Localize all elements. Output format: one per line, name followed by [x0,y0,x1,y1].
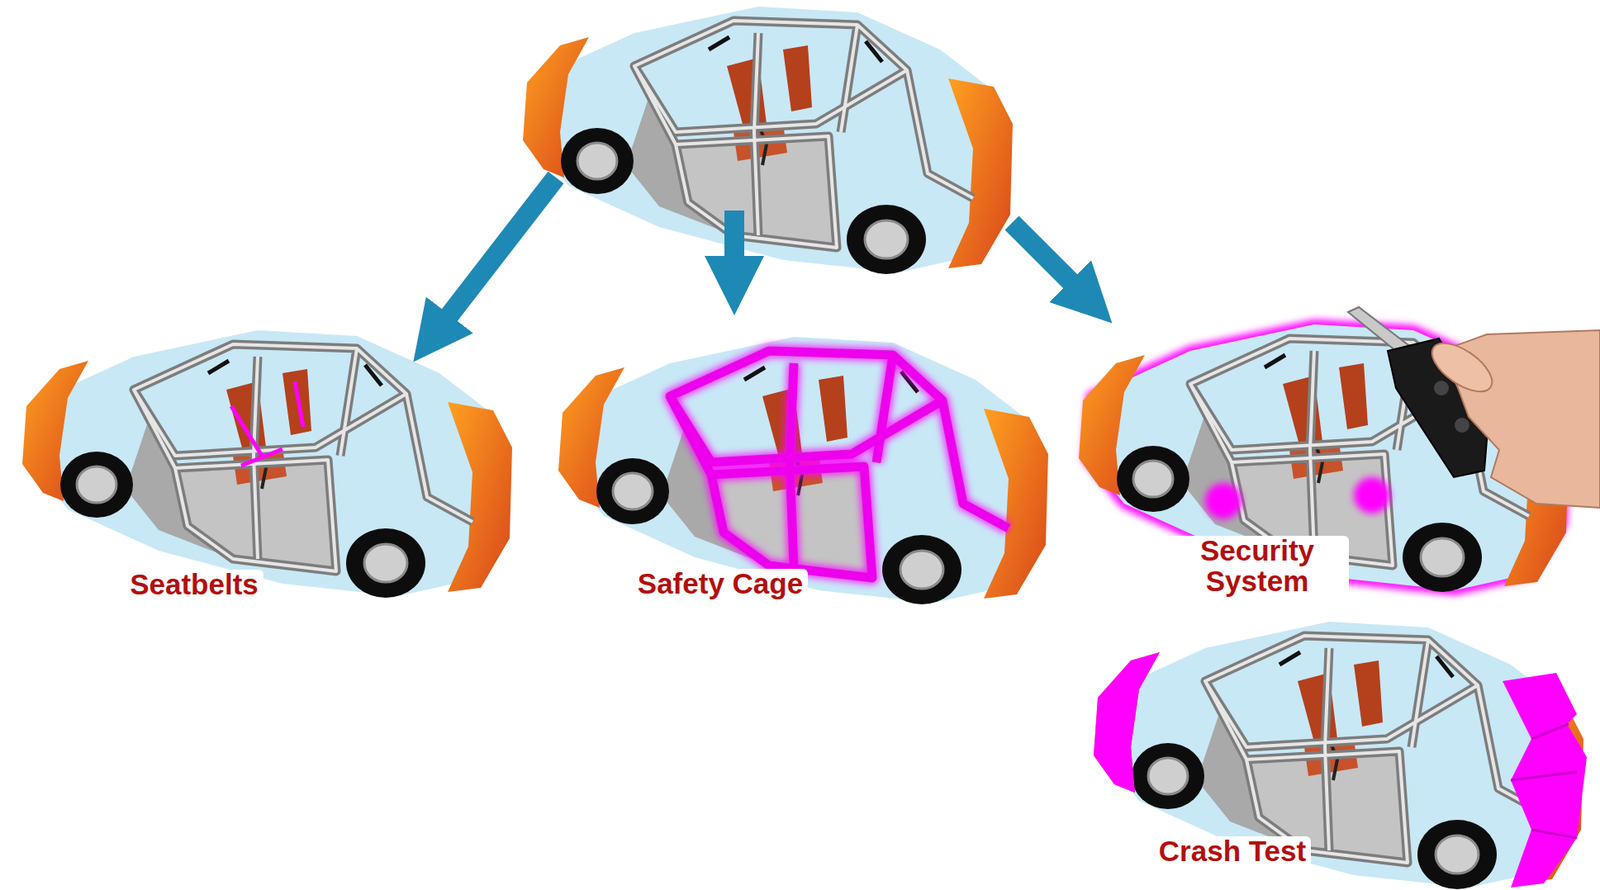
fob-button [1433,380,1449,396]
cage-glow [669,351,1009,579]
branch-arrows [443,177,1078,323]
branch-arrow [1011,223,1078,289]
seatbelt-highlight [231,381,304,466]
base-car [522,6,1013,275]
variant-label: Security System [1165,536,1349,598]
crash-front [1093,652,1160,793]
variant-label: Seatbelts [124,569,264,601]
safety-cage-car [558,337,1049,605]
crumple-lines [1510,724,1577,839]
car-drawing [1093,621,1584,890]
car-drawing [522,6,1013,275]
branch-arrow [443,177,556,323]
cage-highlight [669,351,1009,579]
key-fob-hand [1348,307,1600,509]
car-drawing [22,330,513,599]
lock-highlight [1353,477,1391,514]
lock-highlight [1205,483,1242,520]
variant-label: Crash Test [1153,836,1311,868]
crash-test-car [1093,621,1587,890]
car-drawing [558,337,1049,605]
crash-rear [1502,673,1587,888]
seatbelt-car [22,330,513,599]
variant-label: Safety Cage [632,569,808,600]
branch-arrow [724,210,745,266]
thumb [1424,334,1501,402]
fob-button [1454,417,1470,433]
